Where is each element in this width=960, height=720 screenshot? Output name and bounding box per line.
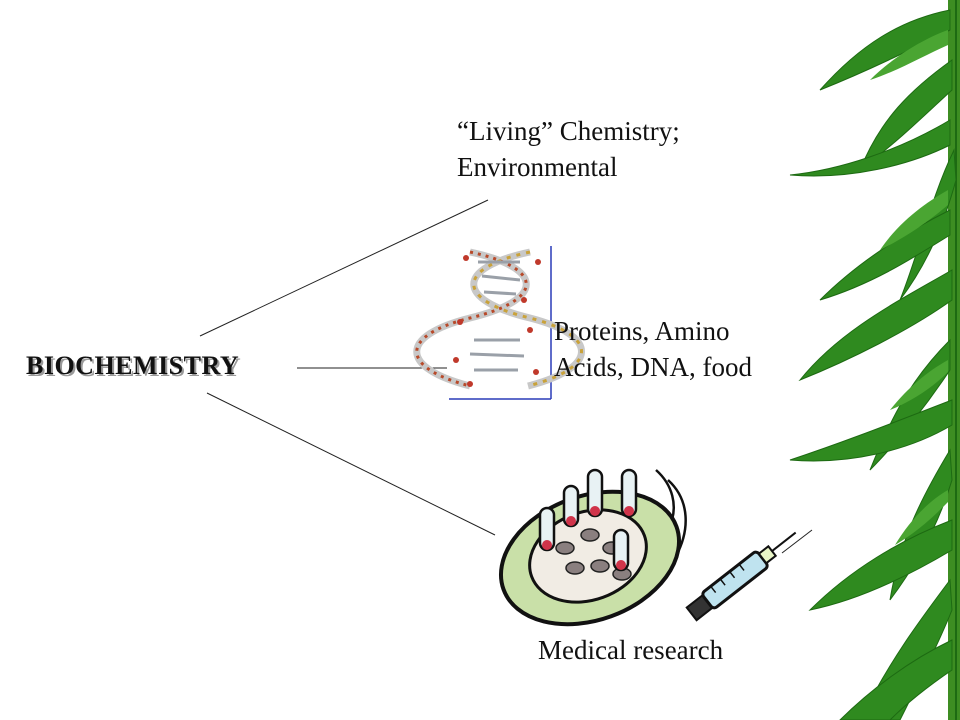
dna-strands	[413, 248, 585, 390]
syringe-barrel	[701, 550, 769, 610]
branch-label-line: Acids, DNA, food	[554, 352, 752, 382]
motion-lines	[655, 469, 687, 557]
diagram-root-label: BIOCHEMISTRY	[26, 351, 240, 380]
connector-syringe	[781, 529, 813, 554]
syringe-needle	[771, 531, 797, 552]
branch-label-line: Proteins, Amino	[554, 316, 730, 346]
bamboo-border	[789, 0, 960, 720]
branch-label-medical: Medical research	[538, 632, 723, 668]
connector-living	[199, 199, 489, 337]
branch-label-living: “Living” Chemistry; Environmental	[457, 113, 680, 185]
bamboo-leaves	[789, 9, 957, 720]
connector-medical	[206, 392, 496, 536]
branch-label-line: Medical research	[538, 635, 724, 665]
branch-label-line: “Living” Chemistry;	[457, 116, 680, 146]
tube-samples	[542, 506, 634, 570]
branch-label-proteins: Proteins, Amino Acids, DNA, food	[554, 313, 752, 385]
branch-label-line: Environmental	[457, 152, 618, 182]
test-tubes	[538, 468, 638, 572]
